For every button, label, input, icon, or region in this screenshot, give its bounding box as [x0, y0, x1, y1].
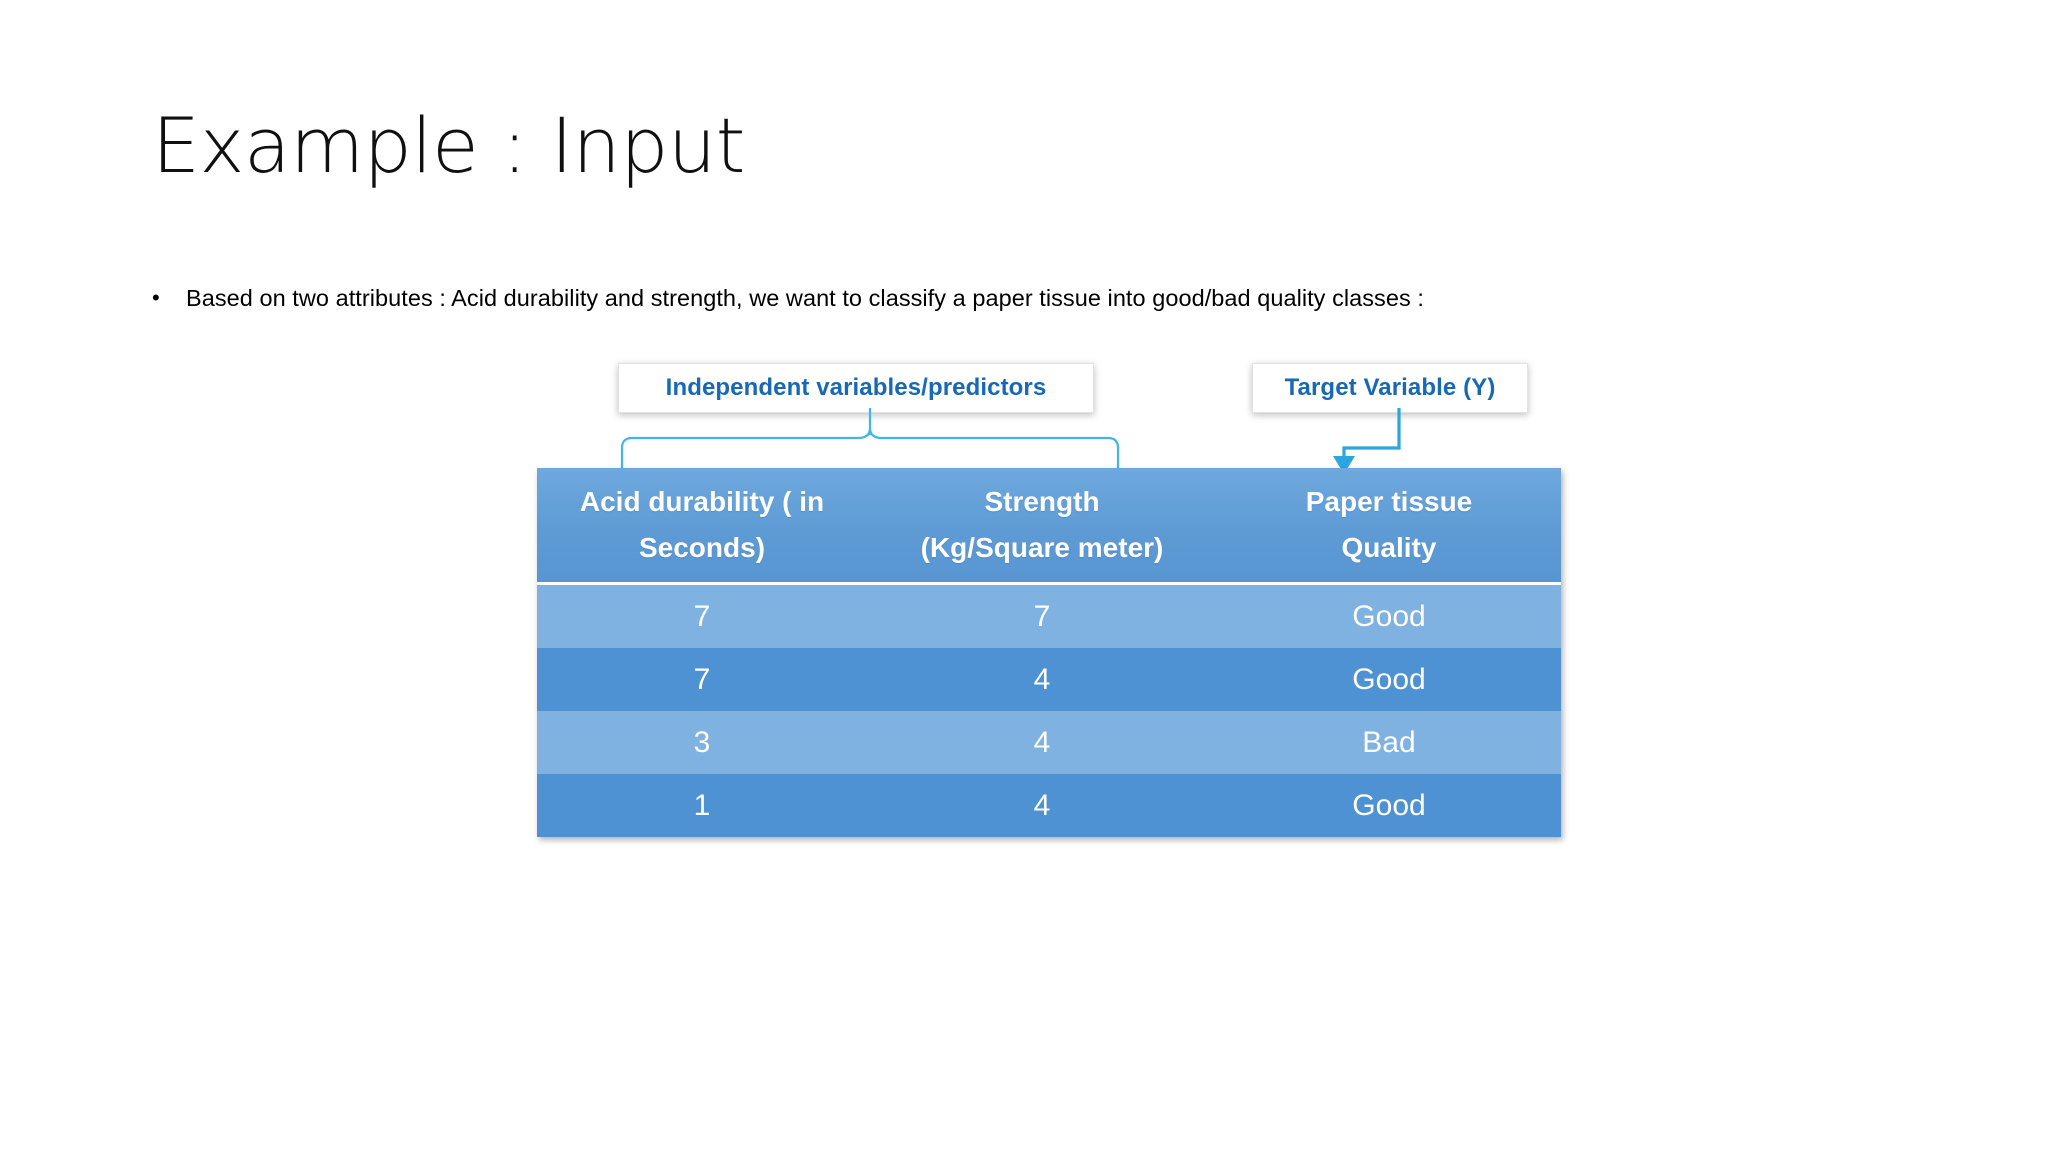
input-data-table: Acid durability ( in Seconds) Strength (…: [537, 468, 1561, 837]
elbow-arrow-connector-icon: [1333, 408, 1401, 474]
table-row: 3 4 Bad: [537, 711, 1561, 774]
bullet-list-item: • Based on two attributes : Acid durabil…: [152, 283, 1424, 313]
cell-strength: 4: [867, 774, 1217, 837]
page-title: Example : Input: [152, 101, 745, 190]
column-header-strength: Strength (Kg/Square meter): [867, 468, 1217, 585]
header-line: Paper tissue: [1305, 486, 1473, 517]
table-header-row: Acid durability ( in Seconds) Strength (…: [537, 468, 1561, 585]
curly-brace-connector-icon: [620, 408, 1120, 474]
callout-target-variable: Target Variable (Y): [1252, 363, 1528, 413]
header-line: Quality: [1341, 532, 1437, 563]
cell-acid-durability: 7: [537, 583, 867, 648]
table-row: 1 4 Good: [537, 774, 1561, 837]
callout-independent-variables: Independent variables/predictors: [618, 363, 1094, 413]
cell-strength: 4: [867, 711, 1217, 774]
cell-strength: 4: [867, 648, 1217, 711]
header-line: Seconds): [638, 532, 766, 563]
callout-independent-label: Independent variables/predictors: [665, 374, 1047, 401]
cell-acid-durability: 1: [537, 774, 867, 837]
cell-quality: Good: [1217, 774, 1561, 837]
header-line: Strength: [984, 486, 1100, 517]
column-header-paper-tissue-quality: Paper tissue Quality: [1217, 468, 1561, 585]
table-row: 7 4 Good: [537, 648, 1561, 711]
bullet-text: Based on two attributes : Acid durabilit…: [186, 285, 1424, 311]
cell-acid-durability: 3: [537, 711, 867, 774]
header-line: Acid durability ( in: [579, 486, 825, 517]
cell-quality: Good: [1217, 583, 1561, 648]
table-row: 7 7 Good: [537, 583, 1561, 648]
bullet-marker-icon: •: [152, 285, 160, 310]
cell-acid-durability: 7: [537, 648, 867, 711]
cell-strength: 7: [867, 583, 1217, 648]
cell-quality: Bad: [1217, 711, 1561, 774]
header-line: (Kg/Square meter): [920, 532, 1164, 563]
column-header-acid-durability: Acid durability ( in Seconds): [537, 468, 867, 585]
callout-target-label: Target Variable (Y): [1284, 374, 1496, 401]
cell-quality: Good: [1217, 648, 1561, 711]
